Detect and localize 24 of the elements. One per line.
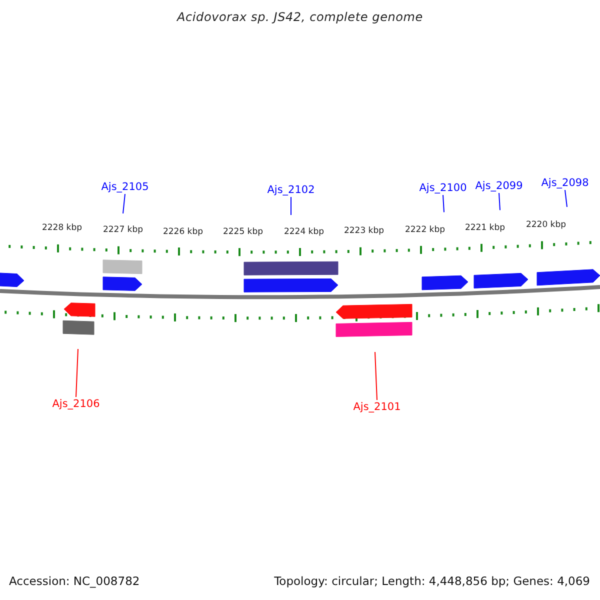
- scale-label: 2224 kbp: [282, 227, 326, 238]
- scale-label: 2227 kbp: [102, 225, 144, 236]
- leader-line: [374, 352, 378, 400]
- accession-label: Accession: NC_008782: [9, 574, 140, 588]
- gene-label: Ajs_2098: [530, 176, 600, 190]
- scale-label: 2225 kbp: [222, 227, 264, 238]
- leader-line: [290, 196, 292, 216]
- scale-label: 2222 kbp: [404, 224, 446, 236]
- leader-line: [498, 192, 500, 211]
- leader-line: [76, 348, 78, 398]
- genome-title: Acidovorax sp. JS42, complete genome: [176, 10, 424, 24]
- scale-label: 2221 kbp: [464, 222, 506, 234]
- gene-label: Ajs_2102: [256, 183, 326, 197]
- scale-label: 2220 kbp: [524, 220, 568, 232]
- leader-line: [442, 194, 444, 213]
- leader-line: [122, 194, 126, 214]
- gene-label: Ajs_2105: [90, 180, 160, 194]
- scale-label: 2223 kbp: [342, 226, 386, 238]
- scale-label: 2226 kbp: [162, 226, 204, 238]
- gene-label: Ajs_2101: [342, 400, 412, 414]
- leader-line: [564, 190, 568, 208]
- scale-label: 2228 kbp: [40, 223, 84, 234]
- gene-label: Ajs_2106: [41, 397, 111, 411]
- genome-stats: Topology: circular; Length: 4,448,856 bp; Genes: 4,069: [274, 574, 590, 588]
